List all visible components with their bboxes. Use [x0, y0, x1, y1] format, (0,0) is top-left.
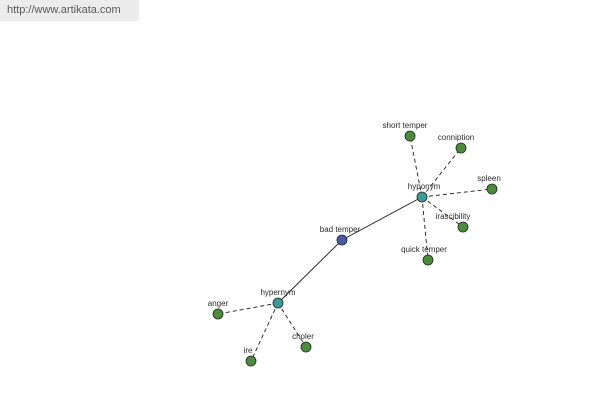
- node-hyp-upper-label: hyponym: [408, 182, 441, 191]
- node-anger[interactable]: anger: [208, 299, 229, 320]
- edge-hyp-upper-to-irascibility: [421, 196, 464, 228]
- node-choler-label: choler: [292, 332, 314, 341]
- node-quick-temper-dot[interactable]: [422, 254, 434, 266]
- edge-hyp-upper-to-quick-temper: [421, 196, 429, 261]
- node-choler-dot[interactable]: [300, 341, 312, 353]
- node-short-temper-dot[interactable]: [404, 130, 416, 142]
- node-center-label: bad temper: [320, 225, 361, 234]
- node-hyp-upper-dot[interactable]: [416, 191, 428, 203]
- edge-hyp-upper-to-spleen: [421, 188, 493, 198]
- edge-hyp-lower-to-choler: [277, 302, 307, 348]
- node-conniption[interactable]: conniption: [438, 133, 474, 154]
- node-hyp-upper[interactable]: hyponym: [408, 182, 441, 203]
- node-conniption-label: conniption: [438, 133, 474, 142]
- edge-hyp-lower-to-anger: [217, 302, 279, 315]
- node-quick-temper-label: quick temper: [401, 245, 447, 254]
- node-conniption-dot[interactable]: [455, 142, 467, 154]
- node-hyp-lower-label: hypernym: [260, 288, 295, 297]
- node-ire[interactable]: ire: [244, 346, 257, 367]
- edge-hyp-upper-to-conniption: [421, 147, 462, 198]
- edge-hyp-lower-to-ire: [250, 302, 279, 362]
- node-ire-label: ire: [244, 346, 253, 355]
- node-anger-label: anger: [208, 299, 229, 308]
- source-banner: http://www.artikata.com: [0, 0, 139, 21]
- node-hyp-lower-dot[interactable]: [272, 297, 284, 309]
- graph-nodes: bad temper hyponym hypernym short temper con…: [208, 121, 501, 367]
- node-short-temper[interactable]: short temper: [383, 121, 428, 142]
- node-ire-dot[interactable]: [245, 355, 257, 367]
- node-anger-dot[interactable]: [212, 308, 224, 320]
- edge-center-to-hyp-upper: [341, 196, 423, 241]
- edge-hyp-upper-to-short-temper: [409, 135, 423, 198]
- node-spleen-label: spleen: [477, 174, 501, 183]
- node-spleen[interactable]: spleen: [477, 174, 501, 195]
- node-quick-temper[interactable]: quick temper: [401, 245, 447, 266]
- node-spleen-dot[interactable]: [486, 183, 498, 195]
- node-center[interactable]: bad temper: [320, 225, 361, 246]
- node-irascibility[interactable]: irascibility: [436, 212, 471, 233]
- graph-edges: [217, 135, 493, 362]
- edge-center-to-hyp-lower: [277, 239, 343, 304]
- node-irascibility-dot[interactable]: [457, 221, 469, 233]
- node-irascibility-label: irascibility: [436, 212, 471, 221]
- node-choler[interactable]: choler: [292, 332, 314, 353]
- node-short-temper-label: short temper: [383, 121, 428, 130]
- node-hyp-lower[interactable]: hypernym: [260, 288, 296, 309]
- source-url-link[interactable]: http://www.artikata.com: [7, 4, 121, 16]
- node-center-dot[interactable]: [336, 234, 348, 246]
